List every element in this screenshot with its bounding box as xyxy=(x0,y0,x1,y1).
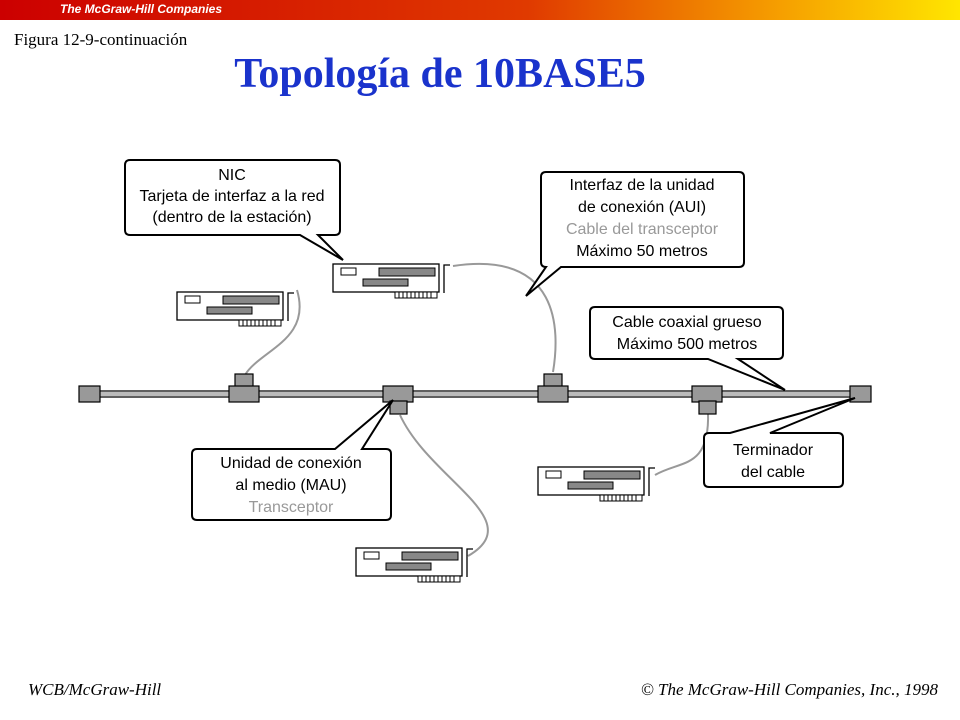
callout-nic-line-2: Tarjeta de interfaz a la red xyxy=(140,188,325,205)
callout-nic-line-3: (dentro de la estación) xyxy=(152,209,311,226)
nic-card-2 xyxy=(176,291,295,327)
callout-coax: Cable coaxial grueso Máximo 500 metros xyxy=(589,306,786,391)
callout-aui: Interfaz de la unidad de conexión (AUI) … xyxy=(525,171,745,297)
callout-terminator: Terminador del cable xyxy=(703,397,856,488)
callout-aui-line-1: Interfaz de la unidad xyxy=(570,177,715,194)
aui-cable-4 xyxy=(654,411,710,476)
aui-cable-3 xyxy=(399,414,489,557)
nic-card-3 xyxy=(537,466,656,502)
callout-nic: NIC Tarjeta de interfaz a la red (dentro… xyxy=(124,159,344,261)
cable-terminator-right xyxy=(849,385,872,403)
figure-label: Figura 12-9-continuación xyxy=(14,30,188,49)
footer-publisher: WCB/McGraw-Hill xyxy=(28,680,162,699)
callout-nic-line-1: NIC xyxy=(218,167,246,184)
footer-copyright: © The McGraw-Hill Companies, Inc., 1998 xyxy=(640,680,938,699)
callout-terminator-line-1: Terminador xyxy=(733,442,814,459)
brand-logo-text: The McGraw-Hill Companies xyxy=(60,2,223,16)
callout-mau-line-2: al medio (MAU) xyxy=(235,477,346,494)
nic-card-4 xyxy=(355,547,474,583)
callout-aui-max-length: Máximo 50 metros xyxy=(576,243,708,260)
cable-terminator-left xyxy=(78,385,101,403)
page-title: Topología de 10BASE5 xyxy=(234,51,646,97)
callout-coax-line-2: Máximo 500 metros xyxy=(617,336,758,353)
callout-mau-line-1: Unidad de conexión xyxy=(220,455,361,472)
transceiver-1 xyxy=(228,373,260,403)
transceiver-4 xyxy=(691,385,723,415)
brand-bar xyxy=(0,0,960,20)
transceiver-2 xyxy=(382,385,414,415)
coaxial-trunk-cable xyxy=(100,390,850,398)
callout-mau-transceiver: Transceptor xyxy=(249,499,334,516)
callout-aui-line-2: de conexión (AUI) xyxy=(578,199,706,216)
nic-card-1 xyxy=(332,263,451,299)
callout-aui-transceiver-cable: Cable del transceptor xyxy=(566,221,719,238)
callout-terminator-line-2: del cable xyxy=(741,464,805,481)
callout-mau: Unidad de conexión al medio (MAU) Transc… xyxy=(191,399,394,521)
callout-coax-line-1: Cable coaxial grueso xyxy=(612,314,762,331)
aui-cable-1 xyxy=(244,289,301,376)
transceiver-3 xyxy=(537,373,569,403)
aui-cable-2 xyxy=(452,263,557,373)
